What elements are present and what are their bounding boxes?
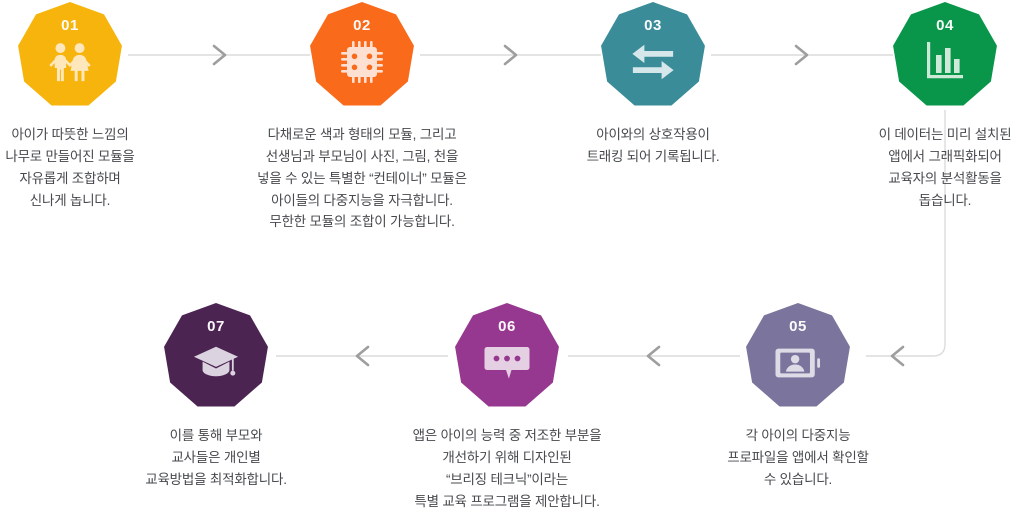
badge-number-03: 03 bbox=[644, 17, 662, 34]
chevron-left-icon-2 bbox=[646, 345, 661, 367]
step-text-05: 각 아이의 다중지능 프로파일을 앱에서 확인할 수 있습니다. bbox=[727, 428, 869, 487]
step-03[interactable]: 03 아이와의 상호작용이 트래킹 되어 기록됩니다. bbox=[548, 2, 758, 168]
badge-wrap-05: 05 bbox=[745, 303, 851, 409]
badge-wrap-01: 01 bbox=[17, 2, 123, 108]
badge-04: 04 bbox=[893, 2, 997, 106]
chevron-left-icon-3 bbox=[355, 345, 370, 367]
bar-chart-icon bbox=[927, 42, 963, 79]
exchange-arrows-icon bbox=[632, 44, 674, 80]
badge-number-07: 07 bbox=[207, 318, 225, 335]
chevron-right-icon-3 bbox=[794, 44, 809, 66]
chevron-right-icon-1 bbox=[212, 44, 227, 66]
badge-wrap-06: 06 bbox=[454, 303, 560, 409]
badge-wrap-07: 07 bbox=[163, 303, 269, 409]
step-07[interactable]: 07 이를 통해 부모와 교사들은 개인별 교육방법을 최적화합니다. bbox=[111, 303, 321, 491]
step-text-01: 아이가 따뜻한 느낌의 나무로 만들어진 모듈을 자유롭게 조합하며 신나게 놉… bbox=[5, 127, 135, 208]
badge-number-01: 01 bbox=[61, 17, 79, 34]
step-text-06: 앱은 아이의 능력 중 저조한 부분을 개선하기 위해 디자인된 “브리징 테크… bbox=[412, 428, 602, 509]
step-02[interactable]: 02 bbox=[257, 2, 467, 233]
bubble-dot-1 bbox=[493, 355, 500, 362]
graduation-cap-icon bbox=[193, 346, 239, 377]
badge-02: 02 bbox=[310, 2, 414, 106]
badge-wrap-04: 04 bbox=[892, 2, 998, 108]
step-05[interactable]: 05 각 아이의 다중지능 프로파일을 앱에서 확인할 수 있습니다. bbox=[693, 303, 903, 491]
step-01[interactable]: 01 아이가 따뜻한 느낌의 나무로 만들어진 모듈을 자유롭게 조합하며 신나… bbox=[0, 2, 175, 211]
badge-06: 06 bbox=[455, 303, 559, 407]
badge-01: 01 bbox=[18, 2, 122, 106]
badge-03: 03 bbox=[601, 2, 705, 106]
badge-number-04: 04 bbox=[936, 17, 954, 34]
step-text-04: 이 데이터는 미리 설치된 앱에서 그래픽화되어 교육자의 분석활동을 돕습니다… bbox=[878, 127, 1012, 208]
step-06[interactable]: 06 앱은 아이의 능력 중 저조한 부분을 개선하기 위해 디자인된 “브리징… bbox=[402, 303, 612, 512]
profile-card-icon bbox=[775, 348, 821, 378]
badge-wrap-03: 03 bbox=[600, 2, 706, 108]
two-children-icon bbox=[49, 43, 91, 82]
bubble-dot-2 bbox=[504, 355, 510, 362]
step-text-03: 아이와의 상호작용이 트래킹 되어 기록됩니다. bbox=[586, 127, 720, 164]
speech-bubble-icon bbox=[484, 347, 530, 379]
badge-number-05: 05 bbox=[789, 318, 807, 335]
badge-number-06: 06 bbox=[498, 318, 516, 335]
bubble-dot-3 bbox=[514, 355, 521, 362]
step-text-02: 다채로운 색과 형태의 모듈, 그리고 선생님과 부모님이 사진, 그림, 천을… bbox=[257, 127, 467, 230]
microchip-icon bbox=[341, 41, 383, 83]
badge-07: 07 bbox=[164, 303, 268, 407]
badge-number-02: 02 bbox=[353, 17, 371, 34]
step-04[interactable]: 04 이 데이터는 미리 설치된 앱에서 그래픽화되어 교육자의 분석활동을 돕… bbox=[840, 2, 1020, 211]
step-text-07: 이를 통해 부모와 교사들은 개인별 교육방법을 최적화합니다. bbox=[145, 428, 287, 487]
badge-05: 05 bbox=[746, 303, 850, 407]
badge-wrap-02: 02 bbox=[309, 2, 415, 108]
chevron-right-icon-2 bbox=[503, 44, 518, 66]
